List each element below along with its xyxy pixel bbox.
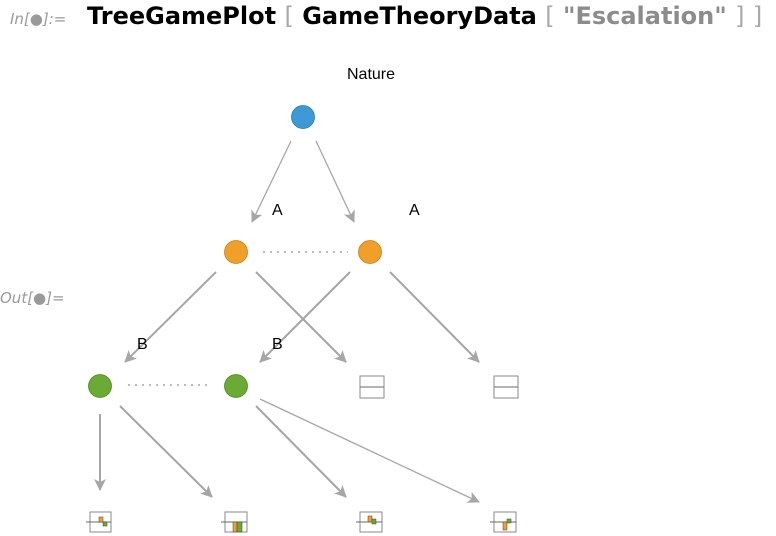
close-bracket-inner: ] (735, 2, 745, 30)
edge-label-b-right: B (272, 336, 283, 353)
input-prompt-label: In[●]:= (10, 10, 67, 28)
terminal-payoff-3[interactable] (356, 511, 383, 533)
edge-p1left-terminal (255, 271, 347, 363)
player2-node-right[interactable] (224, 374, 248, 398)
open-bracket-inner: [ (545, 2, 555, 30)
edge-p1right-terminal (389, 271, 480, 363)
close-bracket-outer: ] (752, 2, 763, 30)
player1-node-right[interactable] (358, 240, 382, 264)
terminal-payoff-empty-2[interactable] (493, 375, 519, 399)
inner-function-name: GameTheoryData (302, 2, 537, 30)
open-bracket-outer: [ (284, 2, 294, 30)
edge-p1right-p2right (259, 271, 351, 363)
input-code-cell[interactable]: TreeGamePlot [ GameTheoryData [ "Escalat… (87, 2, 762, 30)
player1-node-left[interactable] (224, 240, 248, 264)
edge-label-a-right: A (409, 202, 420, 219)
output-prompt-label: Out[●]= (0, 289, 65, 307)
edge-label-a-left: A (272, 202, 283, 219)
terminal-payoff-empty-1[interactable] (359, 375, 385, 399)
edge-label-b-left: B (137, 336, 148, 353)
nature-node[interactable] (291, 105, 315, 129)
edge-nature-left (251, 140, 292, 223)
terminal-payoff-1[interactable] (86, 511, 112, 533)
edge-p2right-far (259, 398, 480, 503)
terminal-payoff-4[interactable] (490, 511, 517, 533)
terminal-payoff-2[interactable] (221, 511, 248, 533)
string-argument: "Escalation" (562, 2, 727, 30)
edge-p2left-diag (119, 405, 213, 498)
nature-label: Nature (347, 66, 395, 83)
edge-p1left-p2left (124, 271, 217, 363)
edge-nature-right (315, 140, 355, 223)
player2-node-left[interactable] (88, 374, 112, 398)
edge-p2right-diag (255, 405, 347, 498)
function-name: TreeGamePlot (87, 2, 277, 30)
